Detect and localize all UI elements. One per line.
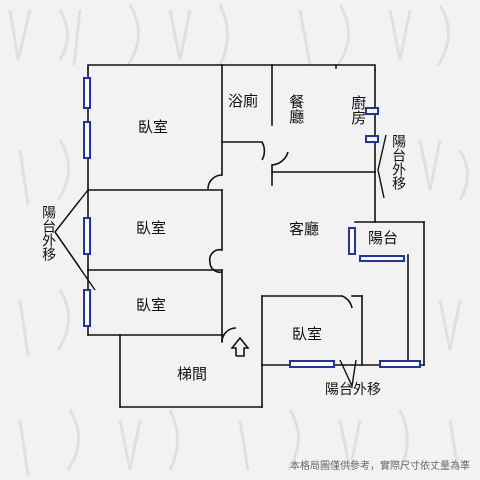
room-label-bedroom-top: 臥室 [138, 118, 169, 136]
stair-arrow-icon [230, 336, 250, 357]
annotation-balcony-moved-left: 陽台外移 [40, 205, 57, 261]
room-label-stairs: 梯間 [177, 365, 208, 383]
room-label-bedroom-right: 臥室 [292, 325, 323, 343]
room-label-bathroom: 浴廁 [228, 92, 259, 110]
annotation-balcony-moved-bottom: 陽台外移 [325, 382, 381, 398]
room-label-dining: 餐廳 [287, 94, 306, 124]
room-label-kitchen: 廚房 [349, 95, 368, 125]
room-label-bedroom-mid: 臥室 [136, 219, 167, 237]
room-label-balcony: 陽台 [368, 229, 399, 247]
room-label-bedroom-bottom: 臥室 [136, 296, 167, 314]
annotation-balcony-moved-top-right: 陽台外移 [390, 134, 407, 190]
room-label-living: 客廳 [289, 220, 320, 238]
disclaimer-note: 本格局圖僅供參考，實際尺寸依丈量為準 [290, 461, 470, 472]
